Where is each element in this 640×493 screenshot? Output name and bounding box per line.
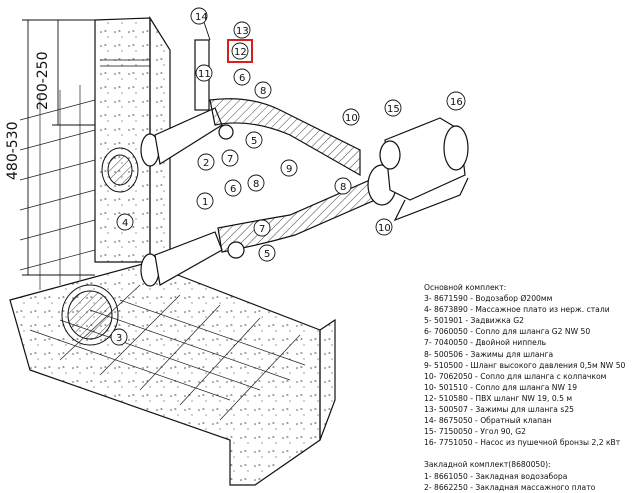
legend-item: 13- 500507 - Зажимы для шланга s25 [424,405,574,415]
callout-10-bottom: 10 [375,218,393,236]
callout-15: 15 [384,99,402,117]
callout-11: 11 [195,64,213,82]
legend-embed-title: Закладной комплект(8680050): [424,460,551,470]
legend-item: 4- 8673890 - Массажное плато из нерж. ст… [424,305,610,315]
legend-item: 10- 501510 - Сопло для шланга NW 19 [424,382,578,392]
callout-8-bottom: 8 [247,174,265,192]
dimension-upper: 200-250 [35,52,51,111]
svg-text:2: 2 [203,158,209,169]
legend-item: 5- 501901 - Задвижка G2 [424,316,524,326]
callout-10-top: 10 [342,108,360,126]
upper-pipe-assembly [140,39,361,177]
callout-9: 9 [280,159,298,177]
svg-text:12: 12 [234,47,247,58]
callout-3: 3 [110,328,128,346]
callouts: 14 13 12 11 6 8 15 16 10 5 7 2 4 9 8 10 … [110,7,466,346]
svg-text:10: 10 [378,223,391,234]
legend-item: 12- 510580 - ПВХ шланг NW 19, 0.5 м [424,393,573,403]
svg-text:13: 13 [236,26,249,37]
dimension-total: 480-530 [5,122,21,181]
svg-text:16: 16 [450,97,463,108]
callout-4: 4 [116,213,134,231]
svg-text:5: 5 [264,249,270,260]
pump [367,117,469,222]
callout-16: 16 [446,91,466,111]
legend-item: 9- 510500 - Шланг высокого давления 0,5м… [424,360,626,370]
callout-8-mid: 8 [334,177,352,195]
suction-grate [61,284,119,346]
legend-main-title: Основной комплект: [424,283,507,292]
svg-text:14: 14 [195,12,208,23]
svg-text:15: 15 [387,104,400,115]
callout-5-top: 5 [245,131,263,149]
callout-7-top: 7 [221,149,239,167]
legend-item: 15- 7150050 - Угол 90, G2 [424,427,526,437]
svg-text:8: 8 [340,182,346,193]
legend-item: 10- 7062050 - Сопло для шланга с колпачк… [424,371,607,381]
svg-text:11: 11 [198,69,211,80]
legend-item: 16- 7751050 - Насос из пушечной бронзы 2… [424,438,621,448]
svg-text:9: 9 [286,164,292,175]
callout-6-top: 6 [233,68,251,86]
parts-legend: Основной комплект: 3- 8671590 - Водозабо… [424,282,638,493]
svg-text:10: 10 [345,113,358,124]
legend-item: 7- 7040050 - Двойной ниппель [424,338,547,348]
callout-14: 14 [190,7,211,41]
callout-1: 1 [196,192,214,210]
legend-item: 8- 500506 - Зажимы для шланга [424,349,554,359]
legend-item: 3- 8671590 - Водозабор Ø200мм [424,294,553,304]
legend-spacer [424,448,638,459]
legend-item: 14- 8675050 - Обратный клапан [424,416,552,426]
dimension-lines: 200-250 480-530 [5,19,95,276]
callout-13: 13 [233,21,251,39]
svg-text:7: 7 [227,154,233,165]
callout-6-bottom: 6 [224,179,242,197]
svg-text:3: 3 [116,333,122,344]
svg-text:1: 1 [202,197,208,208]
legend-item: 2- 8662250 - Закладная массажного плато [424,482,596,492]
callout-8-top: 8 [254,81,272,99]
svg-text:4: 4 [122,218,128,229]
callout-12-highlighted: 12 [227,39,253,63]
callout-7-bottom: 7 [253,219,271,237]
callout-2: 2 [197,153,215,171]
legend-item: 6- 7060050 - Сопло для шланга G2 NW 50 [424,327,591,337]
svg-text:5: 5 [251,136,257,147]
svg-text:6: 6 [239,73,245,84]
svg-text:8: 8 [260,86,266,97]
svg-text:7: 7 [259,224,265,235]
massage-plate [101,147,139,193]
legend-item: 1- 8661050 - Закладная водозабора [424,471,568,481]
svg-text:6: 6 [230,184,236,195]
callout-5-bottom: 5 [258,244,276,262]
svg-text:8: 8 [253,179,259,190]
